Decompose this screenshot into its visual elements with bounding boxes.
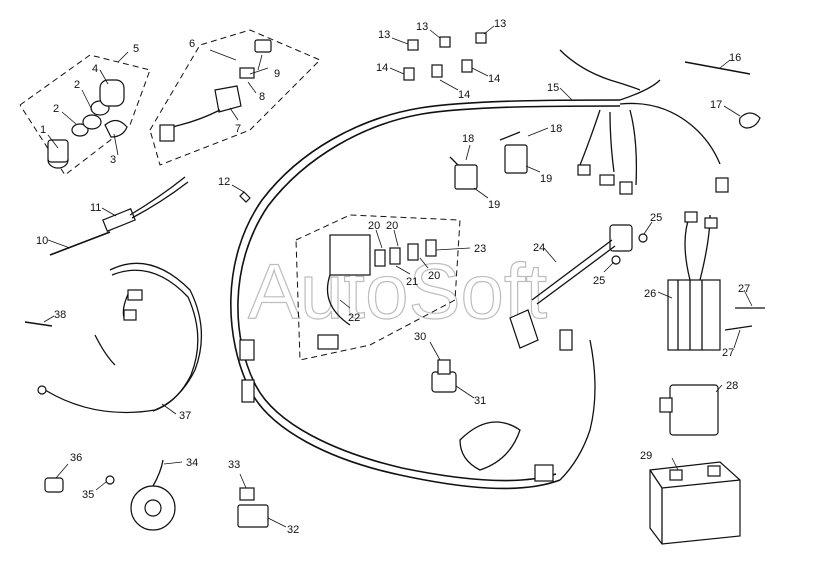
callout-15: 15 <box>547 82 559 94</box>
regulator-26-27 <box>657 211 765 351</box>
bulb-36 <box>44 463 69 493</box>
callout-7: 7 <box>235 123 241 135</box>
callout-14: 14 <box>458 89 470 101</box>
callout-19: 19 <box>540 173 552 185</box>
ignition-coil-24-25 <box>509 221 653 349</box>
callout-25: 25 <box>593 275 605 287</box>
callout-34: 34 <box>186 457 198 469</box>
relay-32-33 <box>237 473 287 528</box>
callout-20: 20 <box>368 220 380 232</box>
key-switch-group <box>149 29 321 166</box>
callout-14: 14 <box>376 62 388 74</box>
callout-29: 29 <box>640 450 652 462</box>
callout-11: 11 <box>90 202 101 214</box>
callout-19: 19 <box>488 199 500 211</box>
horn-34-35 <box>95 459 183 531</box>
callout-27: 27 <box>738 283 750 295</box>
callout-4: 4 <box>92 63 98 75</box>
callout-17: 17 <box>710 99 722 111</box>
callout-6: 6 <box>189 38 195 50</box>
fuse-box-group <box>295 214 471 361</box>
callout-13: 13 <box>494 18 506 30</box>
ignition-switch-group <box>19 51 151 176</box>
callout-10: 10 <box>36 235 48 247</box>
callout-9: 9 <box>274 68 280 80</box>
callout-20: 20 <box>386 220 398 232</box>
callout-26: 26 <box>644 288 656 300</box>
callout-2: 2 <box>53 103 59 115</box>
callout-3: 3 <box>110 154 116 166</box>
callout-27: 27 <box>722 347 734 359</box>
callout-36: 36 <box>70 452 82 464</box>
callout-2: 2 <box>74 79 80 91</box>
callout-22: 22 <box>348 312 360 324</box>
callout-13: 13 <box>416 21 428 33</box>
callout-31: 31 <box>474 395 486 407</box>
part-17-clip <box>739 112 761 129</box>
callout-5: 5 <box>133 43 139 55</box>
callout-18: 18 <box>462 133 474 145</box>
callout-37: 37 <box>179 410 191 422</box>
callout-8: 8 <box>259 91 265 103</box>
callout-30: 30 <box>414 331 426 343</box>
callout-32: 32 <box>287 524 299 536</box>
callout-16: 16 <box>729 52 741 64</box>
callout-12: 12 <box>218 176 230 188</box>
part-12-bolt <box>239 191 251 203</box>
callout-33: 33 <box>228 459 240 471</box>
callout-23: 23 <box>474 243 486 255</box>
callout-21: 21 <box>406 276 418 288</box>
module-28 <box>669 384 719 436</box>
battery-29 <box>649 457 741 545</box>
callout-38: 38 <box>54 309 66 321</box>
cable-assembly <box>47 176 189 256</box>
connectors-13-14 <box>389 25 495 91</box>
callout-35: 35 <box>82 489 94 501</box>
callout-labels: 1 2 2 3 4 5 6 7 8 9 10 11 12 13 13 13 14… <box>36 18 750 536</box>
callout-14: 14 <box>488 73 500 85</box>
switch-30-31 <box>429 341 475 399</box>
sub-harness-37-38 <box>24 262 203 415</box>
callout-24: 24 <box>533 242 545 254</box>
callout-20: 20 <box>428 270 440 282</box>
main-wiring-harness <box>230 49 729 490</box>
part-16-rod <box>684 61 751 75</box>
callout-25: 25 <box>650 212 662 224</box>
callout-13: 13 <box>378 29 390 41</box>
relays-18-19 <box>449 127 549 199</box>
callout-1: 1 <box>40 124 46 136</box>
callout-18: 18 <box>550 123 562 135</box>
callout-28: 28 <box>726 380 738 392</box>
